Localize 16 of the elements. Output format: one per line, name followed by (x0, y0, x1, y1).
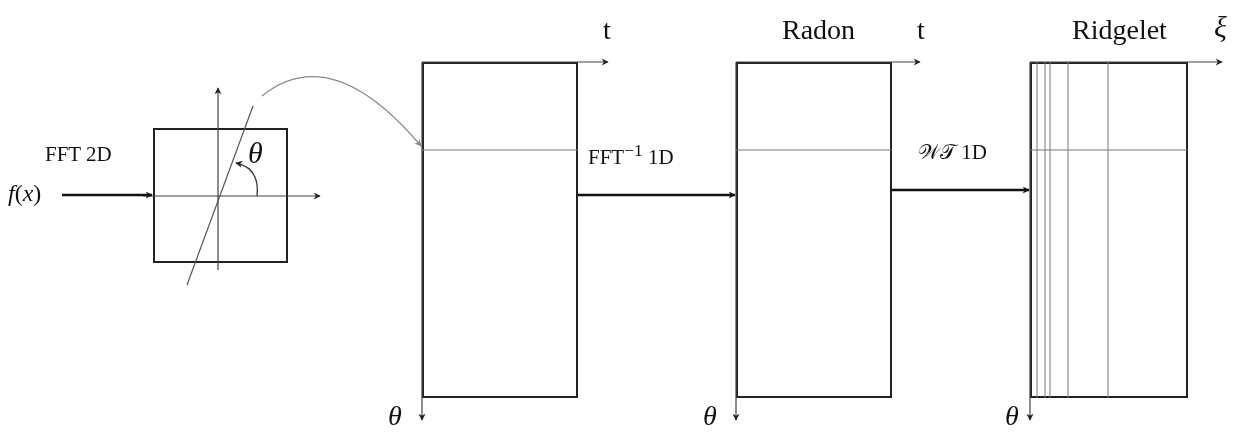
angle-label: θ (248, 136, 263, 170)
arrow (62, 191, 153, 199)
input-label: f(x) (8, 180, 42, 207)
axis-label: t (917, 14, 925, 46)
axis-label: t (603, 14, 611, 46)
panel-title: Radon (782, 14, 856, 46)
panel-title: Ridgelet (1072, 14, 1167, 46)
spectrum-square (153, 128, 288, 263)
axis-label: θ (703, 400, 717, 432)
axis-label: θ (388, 400, 402, 432)
arrow (892, 186, 1030, 194)
transform-panel (422, 62, 578, 398)
axis-label: θ (1005, 400, 1019, 432)
arrow (578, 191, 736, 199)
axis-label: ξ (1214, 10, 1227, 44)
curved-arrow (261, 76, 422, 147)
